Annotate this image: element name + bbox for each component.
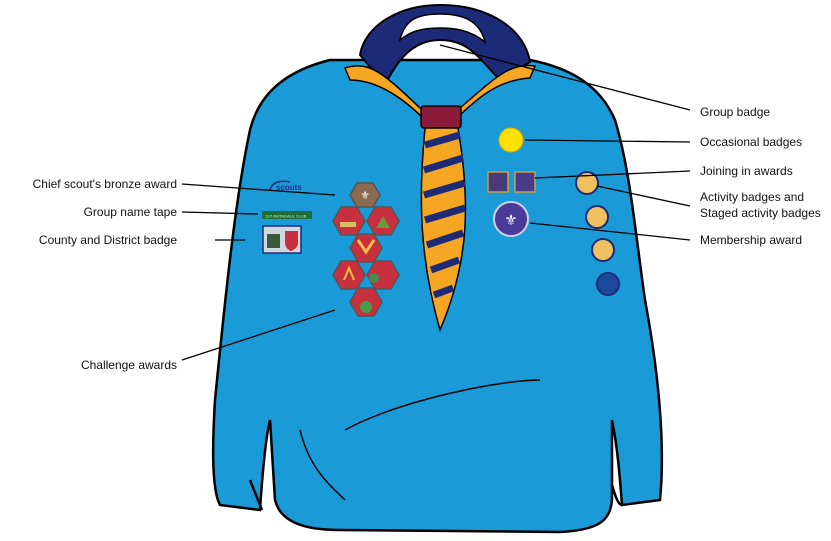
label-challenge-awards: Challenge awards (81, 358, 177, 372)
joining-in-awards (487, 171, 536, 193)
activity-badges (575, 171, 620, 296)
svg-text:1ST AVONDALE CLUB: 1ST AVONDALE CLUB (265, 214, 307, 219)
occasional-badge (498, 127, 524, 153)
neckerchief (343, 64, 537, 333)
label-chief-scout-bronze: Chief scout's bronze award (33, 177, 177, 191)
label-occasional-badges: Occasional badges (700, 135, 802, 149)
label-membership-award: Membership award (700, 233, 802, 247)
label-activity-badges-2: Staged activity badges (700, 206, 821, 220)
collar (358, 3, 532, 87)
challenge-awards: ⚜ (332, 182, 400, 317)
label-activity-badges-1: Activity badges and (700, 190, 804, 204)
woggle (420, 105, 462, 129)
label-group-badge: Group badge (700, 105, 770, 119)
svg-text:scouts: scouts (276, 183, 302, 192)
membership-award: ⚜ (493, 201, 529, 237)
county-district-badge (262, 225, 302, 254)
group-name-tape: 1ST AVONDALE CLUB (262, 211, 312, 219)
label-joining-in-awards: Joining in awards (700, 164, 793, 178)
label-county-district: County and District badge (39, 233, 177, 247)
svg-text:⚜: ⚜ (504, 212, 517, 229)
scouts-logo-badge: scouts (269, 180, 302, 192)
label-group-name-tape: Group name tape (84, 205, 178, 219)
svg-text:⚜: ⚜ (360, 190, 370, 202)
leader-lines (181, 44, 691, 361)
